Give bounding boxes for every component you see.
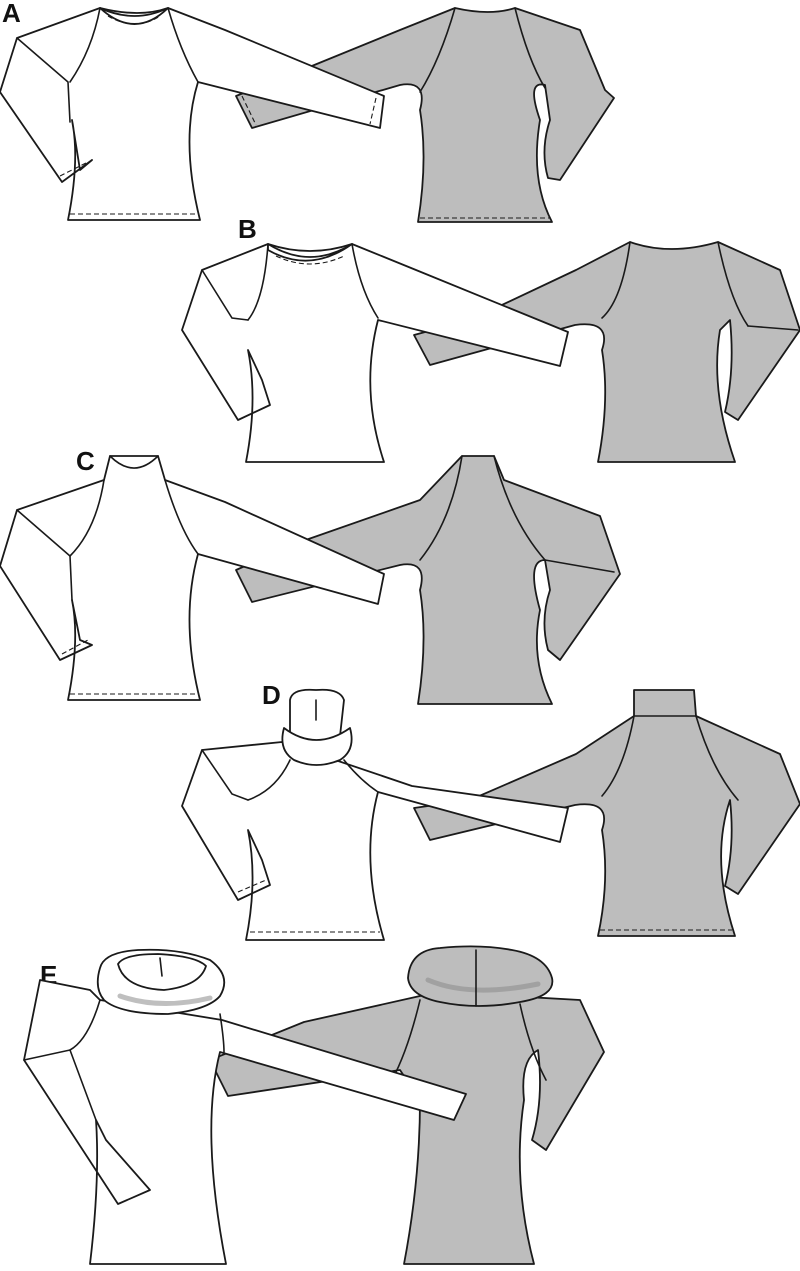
- view-label-b: B: [238, 214, 257, 244]
- view-d: D: [181, 680, 800, 941]
- view-label-c: C: [76, 446, 95, 476]
- view-a-front: [0, 7, 385, 221]
- view-a: A: [0, 0, 615, 223]
- view-a-back: [235, 7, 615, 223]
- view-b-front: [181, 243, 569, 463]
- view-d-front: [181, 688, 569, 941]
- view-c-front: [0, 455, 385, 701]
- view-b-back: [413, 241, 800, 463]
- view-b: B: [181, 214, 800, 463]
- view-e: E: [23, 945, 605, 1265]
- view-e-front: [23, 948, 467, 1265]
- view-label-d: D: [262, 680, 281, 710]
- view-c: C: [0, 446, 621, 705]
- view-d-back: [413, 689, 800, 937]
- view-label-a: A: [2, 0, 21, 28]
- view-c-back: [235, 455, 621, 705]
